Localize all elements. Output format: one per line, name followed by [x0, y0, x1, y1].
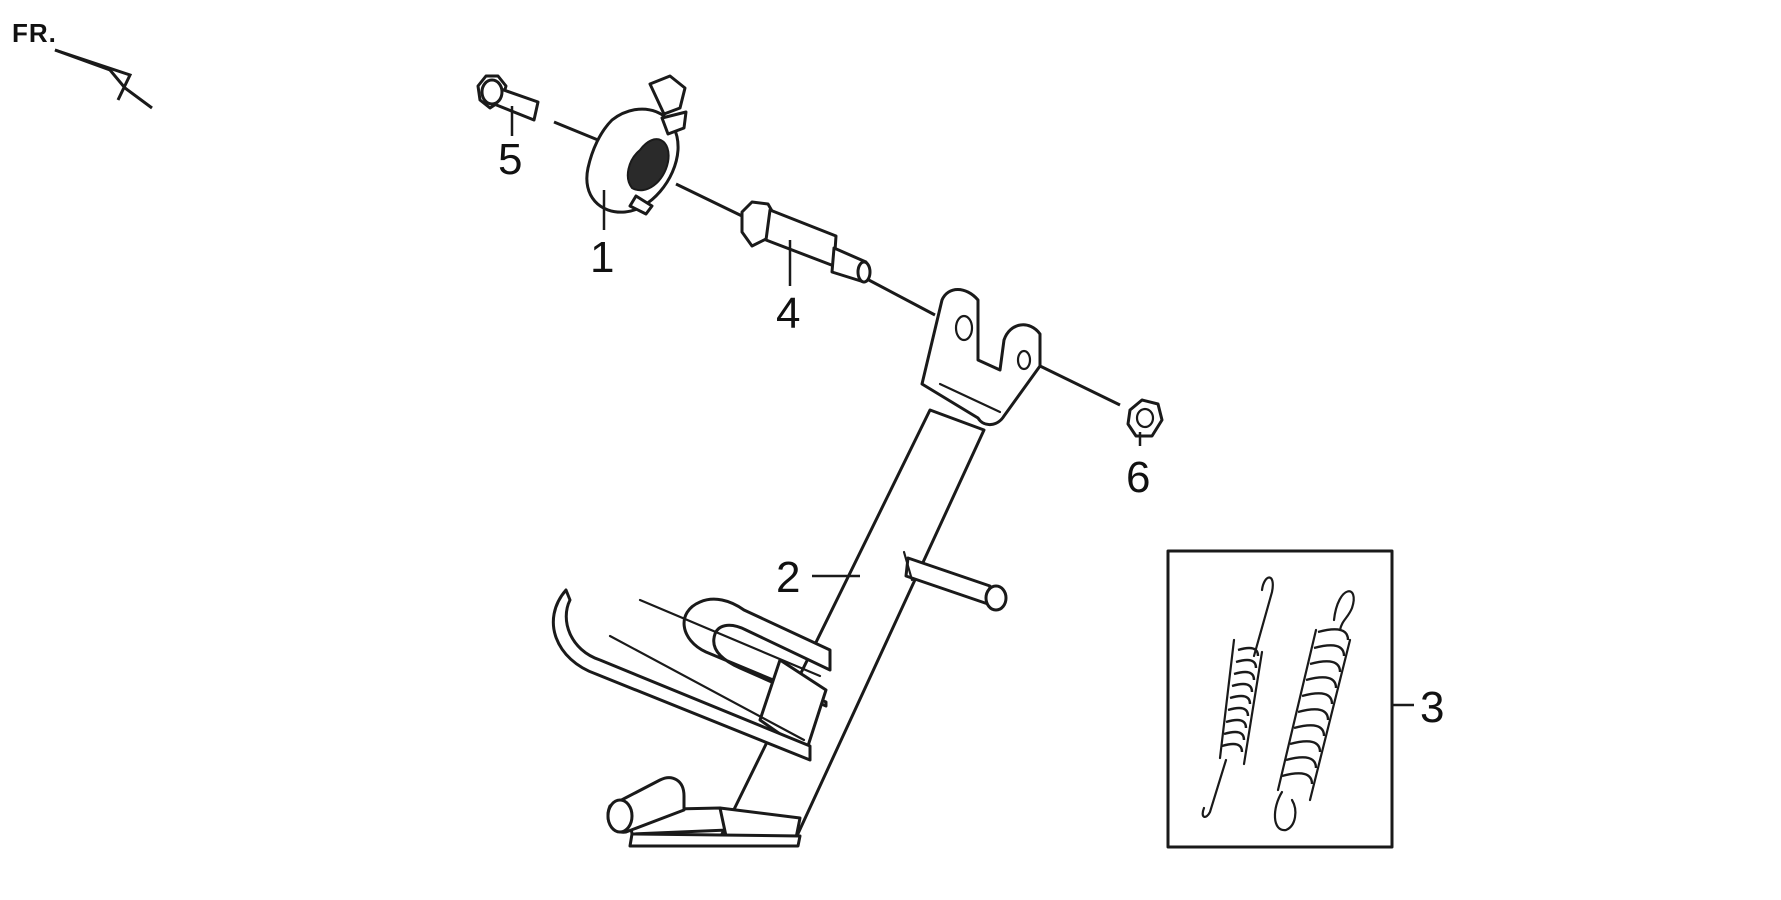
callout-1: 1: [590, 233, 614, 282]
part-2-stand: [551, 288, 1042, 848]
part-4-pivot-bolt: [740, 200, 872, 284]
part-5-bolt: [476, 74, 540, 122]
arrow-icon: [54, 48, 153, 110]
callout-6: 6: [1126, 453, 1150, 502]
orientation-label: FR.: [12, 18, 57, 48]
callout-5: 5: [498, 135, 522, 184]
front-direction-indicator: FR.: [12, 18, 153, 110]
callout-3: 3: [1420, 683, 1444, 732]
part-1-bracket: [585, 74, 688, 216]
part-6-nut: [1126, 398, 1164, 438]
spring-small: [1201, 576, 1274, 818]
callout-numbers: 5 1 4 6 2 3: [498, 135, 1444, 732]
spring-large: [1273, 590, 1355, 832]
assembly-axis-lines: [553, 120, 1121, 407]
part-3-spring-box: [1166, 549, 1394, 849]
callout-4: 4: [776, 289, 800, 338]
callout-2: 2: [776, 553, 800, 602]
leader-lines: [510, 106, 1414, 707]
